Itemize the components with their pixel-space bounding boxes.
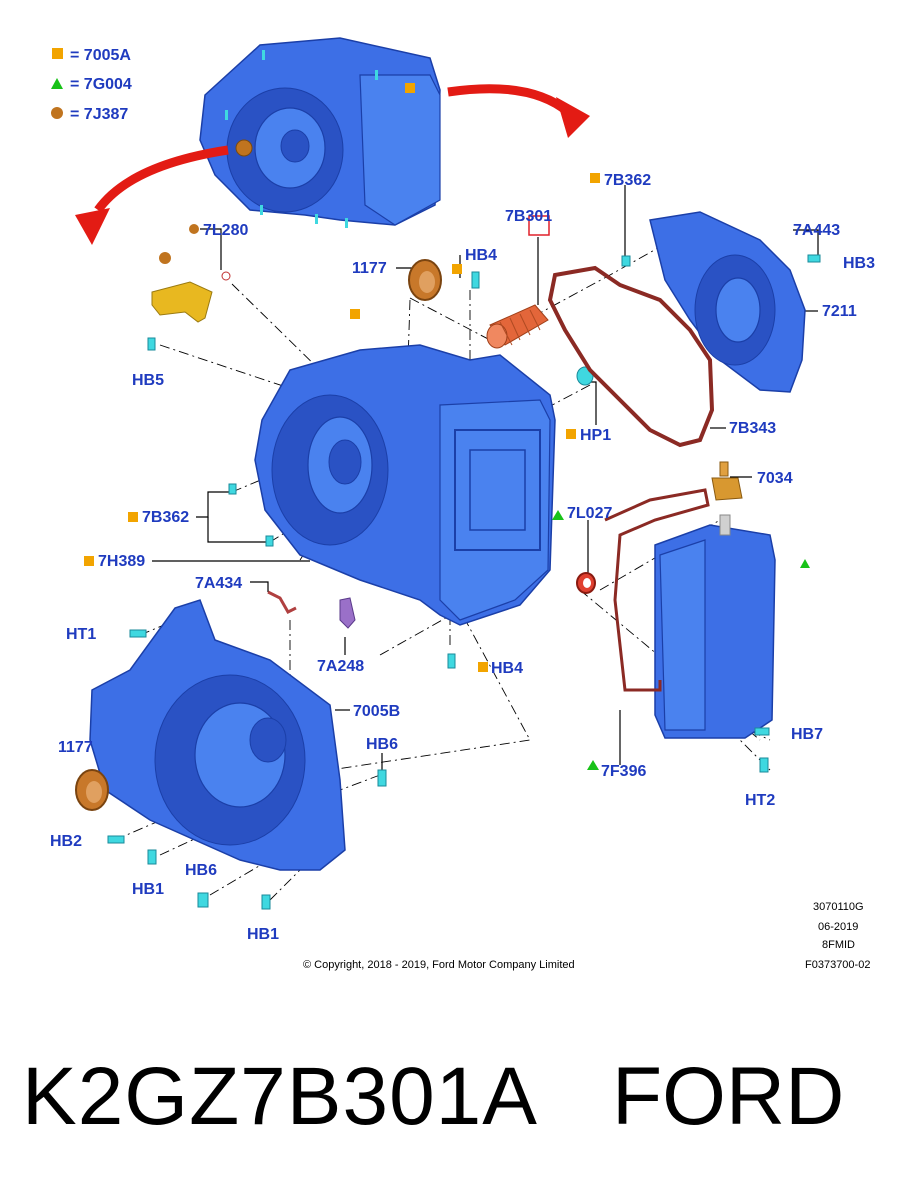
- label-7b362-left: 7B362: [142, 509, 189, 526]
- seal-7l027: [576, 572, 596, 594]
- small-fasteners: [84, 173, 631, 672]
- label-7b343: 7B343: [729, 420, 776, 437]
- label-ht1: HT1: [66, 626, 96, 643]
- label-ht2: HT2: [745, 792, 775, 809]
- footer-part-number: K2GZ7B301A: [22, 1051, 538, 1142]
- document-meta: 3070110G 06-2019 8FMID F0373700-02 © Cop…: [303, 901, 870, 971]
- valve-body-module: [654, 514, 810, 739]
- main-transmission-case: [254, 309, 556, 626]
- legend: = 7005A = 7G004 = 7J387: [51, 47, 132, 123]
- label-7f396: 7F396: [601, 763, 646, 780]
- label-7h389: 7H389: [98, 553, 145, 570]
- label-7l027: 7L027: [567, 505, 612, 522]
- label-7a248: 7A248: [317, 658, 364, 675]
- label-hb5: HB5: [132, 372, 164, 389]
- legend-text-7g004: = 7G004: [70, 76, 132, 93]
- exploded-parts-diagram: = 7005A = 7G004 = 7J387: [50, 37, 875, 971]
- part-7a248: [339, 597, 356, 629]
- legend-square-icon: [52, 48, 63, 59]
- legend-circle-icon: [51, 107, 63, 119]
- meta-line-4: F0373700-02: [805, 959, 870, 971]
- label-hb4-bottom: HB4: [491, 660, 523, 677]
- label-7l280: 7L280: [203, 222, 248, 239]
- footer-caption: [0, 1000, 912, 1200]
- label-hb7: HB7: [791, 726, 823, 743]
- label-7005b: 7005B: [353, 703, 400, 720]
- meta-line-3: 8FMID: [822, 939, 855, 951]
- gasket-7f396: [552, 488, 710, 770]
- label-7a443: 7A443: [793, 222, 840, 239]
- label-7b362-top: 7B362: [604, 172, 651, 189]
- label-hb2: HB2: [50, 833, 82, 850]
- legend-text-7j387: = 7J387: [70, 106, 128, 123]
- cover-7211: [649, 211, 821, 393]
- label-7034: 7034: [757, 470, 793, 487]
- seal-1177-top: [408, 259, 442, 301]
- meta-line-1: 3070110G: [813, 901, 864, 913]
- part-7l280-bracket: [147, 224, 231, 351]
- label-hb1-bottom: HB1: [247, 926, 279, 943]
- label-7211: 7211: [822, 303, 857, 320]
- label-hb4-top: HB4: [465, 247, 497, 264]
- filter-7b301: [486, 215, 550, 349]
- legend-triangle-icon: [51, 78, 63, 89]
- part-labels: 7L280 HB5 1177 HB4 7B301 7B362 7A443 HB3…: [50, 172, 875, 943]
- label-7b301: 7B301: [505, 208, 552, 225]
- copyright-text: © Copyright, 2018 - 2019, Ford Motor Com…: [303, 959, 575, 971]
- meta-line-2: 06-2019: [818, 921, 858, 933]
- highlight-box: [528, 215, 550, 236]
- label-hb3: HB3: [843, 255, 875, 272]
- part-7a434: [267, 590, 297, 614]
- label-hb6-bottom: HB6: [185, 862, 217, 879]
- red-arrows: [75, 84, 590, 245]
- label-1177-top: 1177: [352, 260, 387, 277]
- gasket-7b343: [547, 265, 715, 448]
- seal-1177-bottom: [75, 769, 109, 811]
- label-hb6-right: HB6: [366, 736, 398, 753]
- label-1177-bottom: 1177: [58, 739, 93, 756]
- housing-7005b: [89, 599, 346, 871]
- label-7a434: 7A434: [195, 575, 242, 592]
- part-7034: [711, 461, 743, 501]
- label-hb1-left: HB1: [132, 881, 164, 898]
- footer-brand: FORD: [612, 1051, 845, 1142]
- assembled-transmission: [199, 37, 441, 228]
- bolts-right: [107, 629, 770, 910]
- legend-text-7005a: = 7005A: [70, 47, 131, 64]
- label-hp1: HP1: [580, 427, 611, 444]
